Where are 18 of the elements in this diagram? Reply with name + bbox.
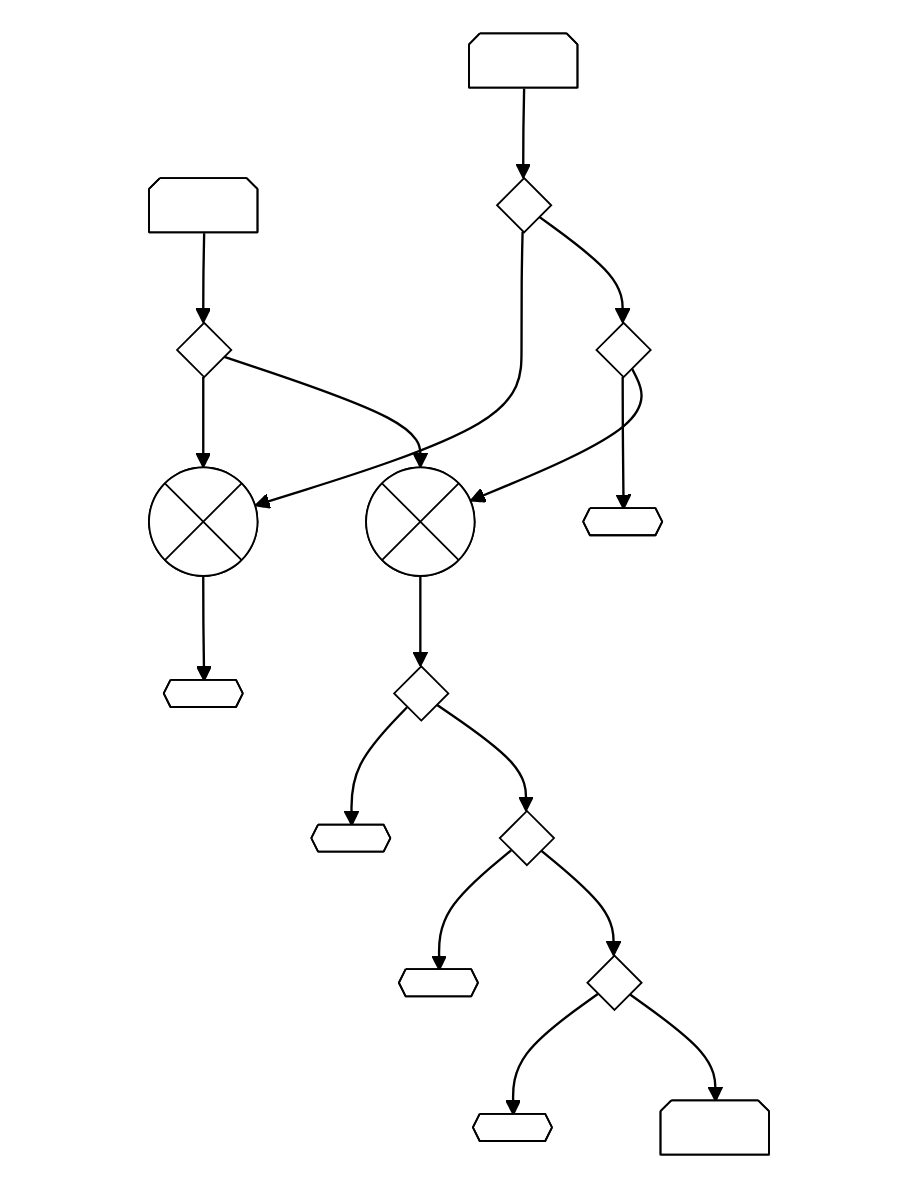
arrow [469, 367, 643, 503]
arrow [254, 231, 524, 509]
arrow [195, 233, 212, 324]
arrow [435, 703, 534, 812]
node-diamond [586, 954, 643, 1012]
arrow [412, 575, 429, 668]
node-diamond [392, 665, 450, 722]
arrow [431, 849, 512, 971]
arrow [615, 377, 632, 510]
node-diamond [175, 321, 233, 379]
node-diamond [595, 321, 652, 379]
arrow [515, 88, 532, 179]
arrow [540, 849, 622, 957]
node-diamond [495, 176, 553, 234]
arrow [628, 993, 724, 1102]
node-diamond [498, 809, 556, 867]
arrow [538, 215, 631, 324]
arrow [195, 377, 212, 469]
